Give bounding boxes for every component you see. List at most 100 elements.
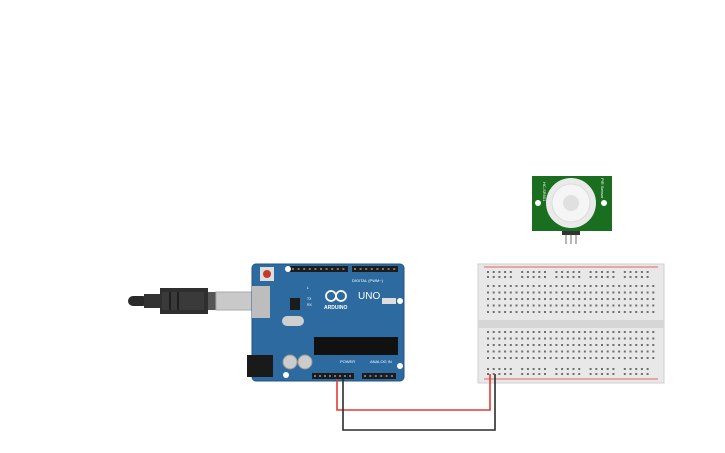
breadboard-hole[interactable] <box>640 298 643 300</box>
breadboard-hole[interactable] <box>538 298 541 300</box>
breadboard-hole[interactable] <box>595 311 598 313</box>
breadboard-hole[interactable] <box>646 331 649 333</box>
breadboard-hole[interactable] <box>492 350 495 353</box>
breadboard-hole[interactable] <box>521 331 524 333</box>
header-pin[interactable] <box>331 268 334 270</box>
breadboard-hole[interactable] <box>555 311 558 313</box>
breadboard-hole[interactable] <box>492 311 495 313</box>
breadboard-hole[interactable] <box>606 331 609 333</box>
breadboard-hole[interactable] <box>538 350 541 353</box>
breadboard-hole[interactable] <box>509 304 512 307</box>
breadboard-hole[interactable] <box>618 291 621 294</box>
breadboard-hole[interactable] <box>555 285 558 287</box>
breadboard-hole[interactable] <box>572 311 575 313</box>
breadboard-hole[interactable] <box>635 357 638 359</box>
header-pin[interactable] <box>369 375 372 377</box>
breadboard-hole[interactable] <box>492 298 495 300</box>
breadboard-hole[interactable] <box>509 298 512 300</box>
breadboard-hole[interactable] <box>549 337 552 340</box>
breadboard-hole[interactable] <box>492 337 495 340</box>
breadboard-hole[interactable] <box>646 304 649 307</box>
breadboard-hole[interactable] <box>521 271 524 273</box>
breadboard-hole[interactable] <box>521 304 524 307</box>
breadboard-hole[interactable] <box>606 350 609 353</box>
breadboard-hole[interactable] <box>572 285 575 287</box>
breadboard-hole[interactable] <box>623 291 626 294</box>
reset-button[interactable] <box>263 270 271 278</box>
breadboard-hole[interactable] <box>561 304 564 307</box>
breadboard-hole[interactable] <box>572 271 575 273</box>
breadboard-hole[interactable] <box>635 344 638 346</box>
breadboard-hole[interactable] <box>526 276 529 278</box>
breadboard-hole[interactable] <box>606 357 609 359</box>
breadboard-hole[interactable] <box>521 344 524 346</box>
header-pin[interactable] <box>292 268 294 270</box>
breadboard-hole[interactable] <box>549 350 552 353</box>
breadboard-hole[interactable] <box>561 276 564 278</box>
breadboard-hole[interactable] <box>526 373 529 375</box>
breadboard-hole[interactable] <box>646 344 649 346</box>
breadboard-hole[interactable] <box>606 311 609 313</box>
breadboard-hole[interactable] <box>566 298 569 300</box>
header-pin[interactable] <box>320 268 322 270</box>
breadboard-hole[interactable] <box>652 357 655 359</box>
header-pin[interactable] <box>364 375 366 377</box>
header-pin[interactable] <box>344 375 346 377</box>
breadboard-hole[interactable] <box>561 271 564 273</box>
breadboard-hole[interactable] <box>532 344 535 346</box>
breadboard-hole[interactable] <box>521 285 524 287</box>
breadboard-hole[interactable] <box>572 350 575 353</box>
breadboard-hole[interactable] <box>612 271 615 273</box>
breadboard-hole[interactable] <box>618 331 621 333</box>
breadboard-hole[interactable] <box>544 298 546 300</box>
header-pin[interactable] <box>325 268 328 270</box>
breadboard-hole[interactable] <box>572 373 575 375</box>
breadboard-hole[interactable] <box>532 271 535 273</box>
header-pin[interactable] <box>370 268 373 270</box>
breadboard-hole[interactable] <box>492 276 495 278</box>
breadboard-hole[interactable] <box>555 276 558 278</box>
breadboard-hole[interactable] <box>618 337 621 340</box>
breadboard-hole[interactable] <box>498 373 501 375</box>
power-wire[interactable] <box>336 374 491 411</box>
breadboard-hole[interactable] <box>601 304 603 307</box>
breadboard-hole[interactable] <box>549 331 552 333</box>
breadboard-hole[interactable] <box>635 271 638 273</box>
breadboard-hole[interactable] <box>492 368 495 370</box>
breadboard-hole[interactable] <box>549 311 552 313</box>
breadboard-hole[interactable] <box>623 350 626 353</box>
header-pin[interactable] <box>329 375 331 377</box>
breadboard-hole[interactable] <box>561 291 564 294</box>
breadboard-hole[interactable] <box>578 344 581 346</box>
breadboard-hole[interactable] <box>498 368 501 370</box>
breadboard-hole[interactable] <box>601 298 603 300</box>
breadboard-hole[interactable] <box>595 350 598 353</box>
breadboard-hole[interactable] <box>532 276 535 278</box>
breadboard-hole[interactable] <box>561 285 564 287</box>
breadboard-hole[interactable] <box>612 311 615 313</box>
breadboard-hole[interactable] <box>509 291 512 294</box>
breadboard-hole[interactable] <box>578 298 581 300</box>
breadboard-hole[interactable] <box>583 298 586 300</box>
breadboard-hole[interactable] <box>504 357 507 359</box>
breadboard-hole[interactable] <box>635 291 638 294</box>
breadboard-hole[interactable] <box>504 373 507 375</box>
breadboard-hole[interactable] <box>629 276 632 278</box>
breadboard-hole[interactable] <box>487 276 489 278</box>
breadboard-hole[interactable] <box>532 368 535 370</box>
breadboard-hole[interactable] <box>595 304 598 307</box>
breadboard-hole[interactable] <box>601 373 603 375</box>
breadboard-hole[interactable] <box>504 331 507 333</box>
breadboard-hole[interactable] <box>509 271 512 273</box>
breadboard-hole[interactable] <box>623 373 626 375</box>
breadboard-hole[interactable] <box>635 311 638 313</box>
breadboard-hole[interactable] <box>652 331 655 333</box>
breadboard-hole[interactable] <box>509 331 512 333</box>
header-pin[interactable] <box>391 375 393 377</box>
breadboard-hole[interactable] <box>572 337 575 340</box>
ground-wire[interactable] <box>342 374 496 431</box>
breadboard-hole[interactable] <box>606 285 609 287</box>
breadboard-hole[interactable] <box>538 276 541 278</box>
breadboard-hole[interactable] <box>652 304 655 307</box>
breadboard-hole[interactable] <box>640 337 643 340</box>
